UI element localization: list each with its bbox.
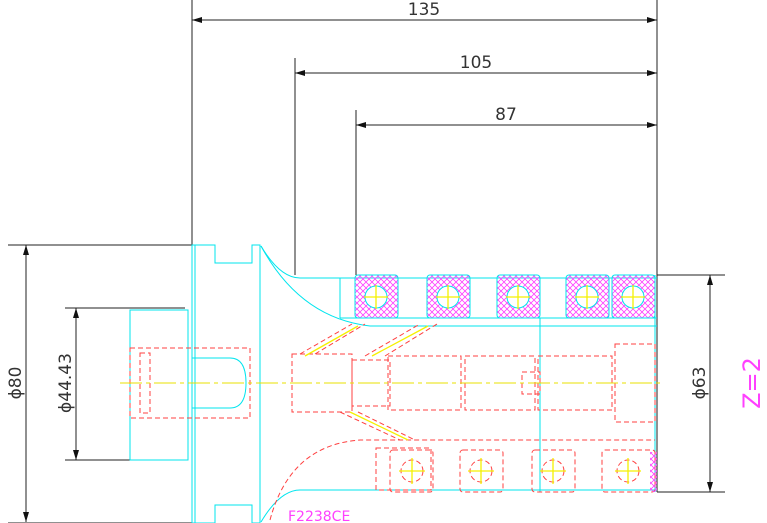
- bearing-block: [531, 449, 576, 493]
- bottom-bearing-row: [375, 447, 657, 493]
- bearing-block: [389, 449, 434, 493]
- bearing-block: [426, 274, 471, 319]
- dim-63-label: ϕ63: [690, 367, 710, 400]
- top-bearing-row: [354, 274, 656, 319]
- bearing-block: [565, 274, 610, 319]
- dim-80-label: ϕ80: [6, 367, 26, 400]
- bearing-block: [354, 274, 399, 319]
- dim-44-label: ϕ44.43: [56, 353, 76, 413]
- bearing-block: [611, 274, 656, 319]
- hidden-lines: [129, 323, 656, 521]
- bearing-block: [601, 449, 656, 493]
- bearing-block: [459, 449, 504, 493]
- dim-105-label: 105: [460, 53, 492, 73]
- part-number-label: F2238CE: [288, 509, 350, 523]
- bearing-block: [496, 274, 541, 319]
- z-annotation: Z=2: [738, 357, 766, 409]
- dimension-lines: [8, 0, 725, 523]
- dim-87-label: 87: [495, 105, 517, 125]
- dim-135-label: 135: [408, 0, 440, 20]
